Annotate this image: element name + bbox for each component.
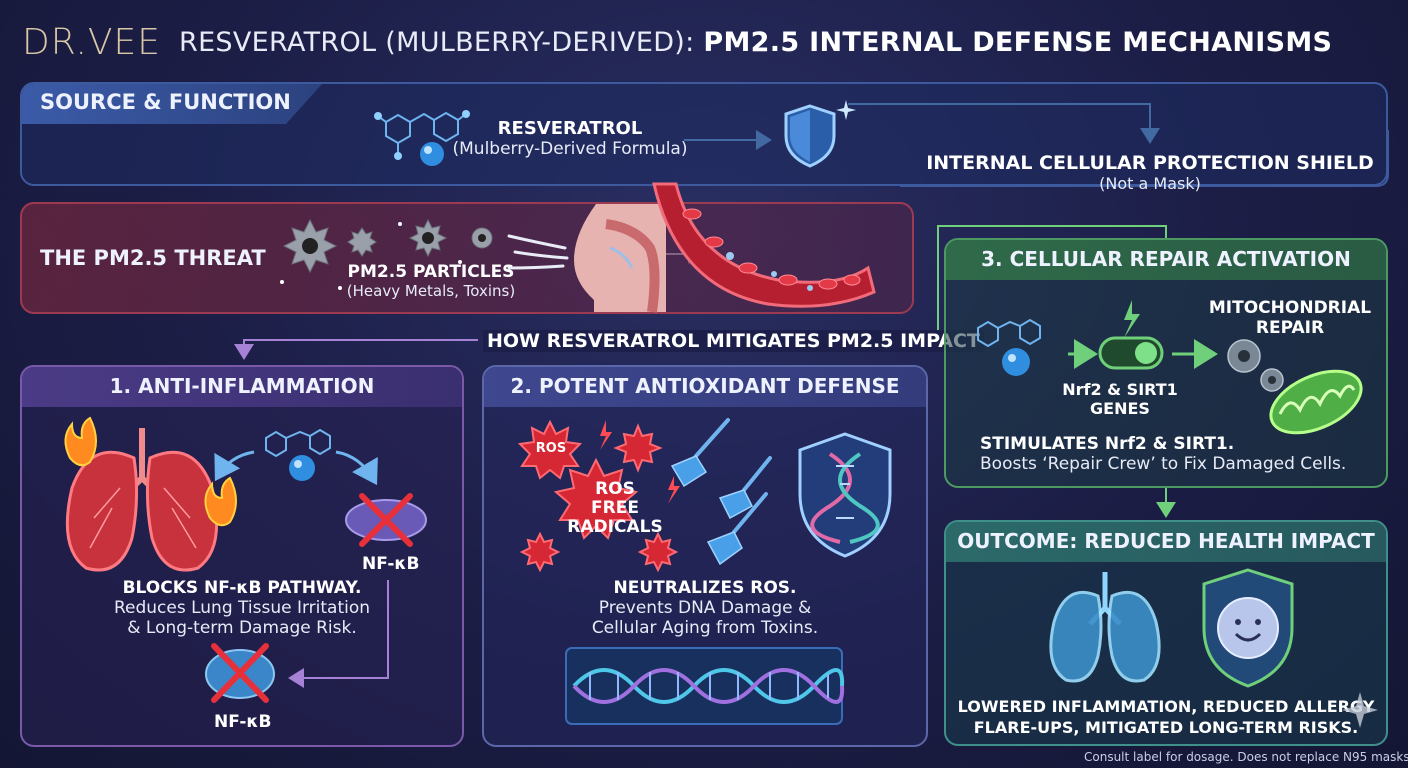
resveratrol-name: RESVERATROL — [497, 118, 643, 139]
page-header: DR.VEE RESVERATROL (MULBERRY-DERIVED): P… — [22, 18, 1332, 66]
inhibition-path-arrow — [288, 580, 389, 688]
anti-inflammation-description: BLOCKS NF-κB PATHWAY. Reduces Lung Tissu… — [30, 578, 454, 638]
anti-inflammation-desc-bold: BLOCKS NF-κB PATHWAY. — [122, 578, 362, 598]
brand-logo: DR.VEE — [22, 21, 162, 63]
antioxidant-desc-line2: Cellular Aging from Toxins. — [591, 618, 819, 638]
source-panel-right-extension — [900, 130, 1389, 187]
mito-repair-label: MITOCHONDRIAL REPAIR — [1200, 298, 1380, 338]
title-part-2: PM2.5 INTERNAL DEFENSE MECHANISMS — [703, 26, 1333, 58]
dna-shield-icon — [798, 432, 892, 558]
footnote: Consult label for dosage. Does not repla… — [1084, 750, 1408, 764]
page-title: RESVERATROL (MULBERRY-DERIVED): PM2.5 IN… — [179, 27, 1332, 58]
outcome-description: LOWERED INFLAMMATION, REDUCED ALLERGY FL… — [950, 696, 1382, 738]
resveratrol-molecule-small-icon — [265, 428, 331, 481]
ros-starbursts-icon — [517, 419, 680, 573]
free-label: FREE — [591, 498, 639, 518]
repair-desc-line1: Boosts ‘Repair Crew’ to Fix Damaged Cell… — [980, 454, 1347, 474]
inflammation-flow-arrows — [214, 450, 378, 486]
resveratrol-sub: (Mulberry-Derived Formula) — [452, 139, 688, 159]
happy-cell-shield-icon — [1202, 568, 1294, 688]
inhalation-airflow-icon — [507, 234, 569, 270]
outcome-header-bar — [946, 522, 1386, 562]
blood-vessel-icon — [652, 182, 876, 308]
repair-header-bar — [946, 240, 1386, 280]
gene-activation-toggle-icon — [1068, 300, 1218, 370]
genes-line1: Nrf2 & SIRT1 — [1062, 380, 1178, 399]
dna-helix-banner-icon — [565, 647, 845, 725]
anti-inflammation-desc-line2: & Long-term Damage Risk. — [127, 618, 357, 638]
mitochondria-gears-icon — [1227, 339, 1363, 435]
shield-title: INTERNAL CELLULAR PROTECTION SHIELD — [926, 152, 1374, 174]
repair-molecule-icon — [977, 318, 1041, 376]
nfkb-label-top: NF-κB — [362, 554, 420, 574]
broom-sweeping-icons — [670, 418, 772, 566]
ros-free-radicals-label: ROS FREE RADICALS — [560, 480, 670, 537]
anti-inflammation-heading: 1. ANTI-INFLAMMATION — [109, 374, 375, 398]
repair-description: STIMULATES Nrf2 & SIRT1. Boosts ‘Repair … — [980, 434, 1380, 474]
antioxidant-desc-line1: Prevents DNA Damage & — [598, 598, 812, 618]
particles-title: PM2.5 PARTICLES — [347, 262, 515, 282]
ros-big-label: ROS — [595, 479, 635, 499]
antioxidant-heading: 2. POTENT ANTIOXIDANT DEFENSE — [510, 374, 900, 398]
nasal-airway-icon — [574, 204, 666, 313]
shield-sub: (Not a Mask) — [1099, 174, 1201, 193]
particles-sub: (Heavy Metals, Toxins) — [346, 282, 516, 300]
mito-line2: REPAIR — [1255, 318, 1325, 338]
outcome-heading: OUTCOME: REDUCED HEALTH IMPACT — [957, 529, 1375, 553]
healthy-lungs-icon — [1049, 572, 1161, 683]
nfkb-blocked-icon-top — [345, 493, 427, 547]
outcome-desc-line1: LOWERED INFLAMMATION, REDUCED ALLERGY — [957, 697, 1375, 716]
source-heading-tab — [22, 84, 322, 124]
threat-heading: THE PM2.5 THREAT — [40, 246, 266, 270]
source-heading: SOURCE & FUNCTION — [40, 90, 291, 114]
radicals-label: RADICALS — [567, 517, 663, 537]
mito-line1: MITOCHONDRIAL — [1208, 298, 1372, 318]
inflamed-lungs-icon — [64, 416, 237, 572]
antioxidant-desc-bold: NEUTRALIZES ROS. — [613, 578, 797, 598]
genes-label: Nrf2 & SIRT1 GENES — [1050, 380, 1190, 418]
resveratrol-label: RESVERATROL (Mulberry-Derived Formula) — [440, 118, 700, 159]
nfkb-label-bottom: NF-κB — [214, 712, 272, 732]
threat-panel — [20, 202, 914, 314]
ros-small-label: ROS — [535, 441, 567, 456]
title-part-1: RESVERATROL (MULBERRY-DERIVED): — [179, 26, 704, 58]
sparkle-icon — [1342, 692, 1378, 728]
mitigation-label: HOW RESVERATROL MITIGATES PM2.5 IMPACT — [483, 330, 984, 352]
antioxidant-header-bar — [484, 367, 926, 407]
genes-line2: GENES — [1090, 399, 1150, 418]
antioxidant-description: NEUTRALIZES ROS. Prevents DNA Damage & C… — [490, 578, 920, 638]
shield-icon — [784, 100, 856, 168]
anti-inflammation-desc-line1: Reduces Lung Tissue Irritation — [113, 598, 371, 618]
shield-label: INTERNAL CELLULAR PROTECTION SHIELD (Not… — [920, 152, 1380, 193]
repair-desc-bold: STIMULATES Nrf2 & SIRT1. — [980, 434, 1235, 454]
anti-inflammation-header-bar — [22, 367, 462, 407]
outcome-desc-line2: FLARE-UPS, MITIGATED LONG-TERM RISKS. — [973, 718, 1359, 737]
molecule-icon — [374, 110, 470, 166]
particles-label: PM2.5 PARTICLES (Heavy Metals, Toxins) — [316, 262, 546, 300]
pm25-particles-icon — [280, 218, 493, 290]
repair-heading: 3. CELLULAR REPAIR ACTIVATION — [981, 247, 1351, 271]
nfkb-blocked-icon-bottom — [205, 643, 275, 703]
